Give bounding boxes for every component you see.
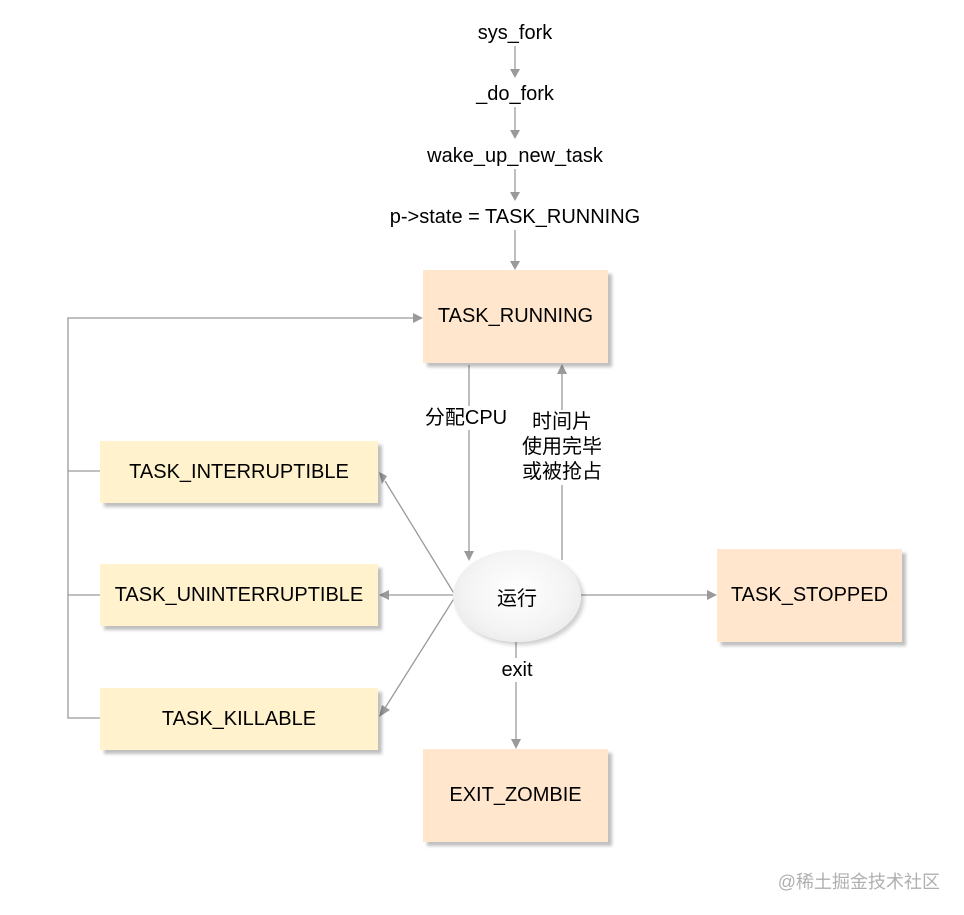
run-label: 运行 [497, 587, 537, 610]
arrowhead [511, 739, 521, 749]
task-interruptible-node: TASK_INTERRUPTIBLE [100, 441, 378, 503]
exit-label: exit [492, 658, 542, 682]
exit-zombie-node: EXIT_ZOMBIE [423, 749, 608, 842]
task-stopped-node: TASK_STOPPED [717, 549, 902, 642]
arrowhead [510, 130, 520, 139]
preempt-line-2: 使用完毕 [522, 436, 602, 458]
preempt-line-3: 或被抢占 [522, 461, 602, 483]
edge-sleep-loop [67, 317, 414, 719]
task-killable-label: TASK_KILLABLE [161, 707, 317, 730]
task-interruptible-label: TASK_INTERRUPTIBLE [129, 460, 349, 483]
arrowhead [707, 590, 717, 600]
arrowhead [413, 313, 423, 323]
task-running-node: TASK_RUNNING [423, 270, 608, 363]
wake-up-new-task-label: wake_up_new_task [405, 144, 625, 168]
run-node: 运行 [453, 550, 581, 642]
edge-run-killable [384, 596, 456, 709]
set-state-label: p->state = TASK_RUNNING [370, 205, 660, 229]
arrowhead [464, 551, 474, 561]
edge-run-interruptible [384, 480, 456, 596]
task-killable-node: TASK_KILLABLE [100, 688, 378, 750]
arrowhead [379, 472, 387, 484]
task-uninterruptible-node: TASK_UNINTERRUPTIBLE [100, 564, 378, 626]
do-fork-label: _do_fork [455, 82, 575, 106]
assign-cpu-label: 分配CPU [418, 406, 514, 430]
preempt-label: 时间片 使用完毕 或被抢占 [516, 410, 608, 485]
arrowhead [510, 261, 520, 270]
arrowhead [510, 69, 520, 78]
preempt-line-1: 时间片 [532, 411, 592, 433]
task-stopped-label: TASK_STOPPED [730, 584, 889, 606]
sys-fork-label: sys_fork [455, 21, 575, 45]
arrowhead [510, 192, 520, 201]
arrowhead [379, 590, 389, 600]
arrowhead [557, 364, 567, 374]
exit-zombie-label: EXIT_ZOMBIE [449, 784, 582, 806]
task-running-label: TASK_RUNNING [437, 305, 594, 327]
watermark: @稀土掘金技术社区 [777, 872, 940, 892]
arrowhead [379, 705, 390, 717]
task-uninterruptible-label: TASK_UNINTERRUPTIBLE [114, 583, 364, 606]
